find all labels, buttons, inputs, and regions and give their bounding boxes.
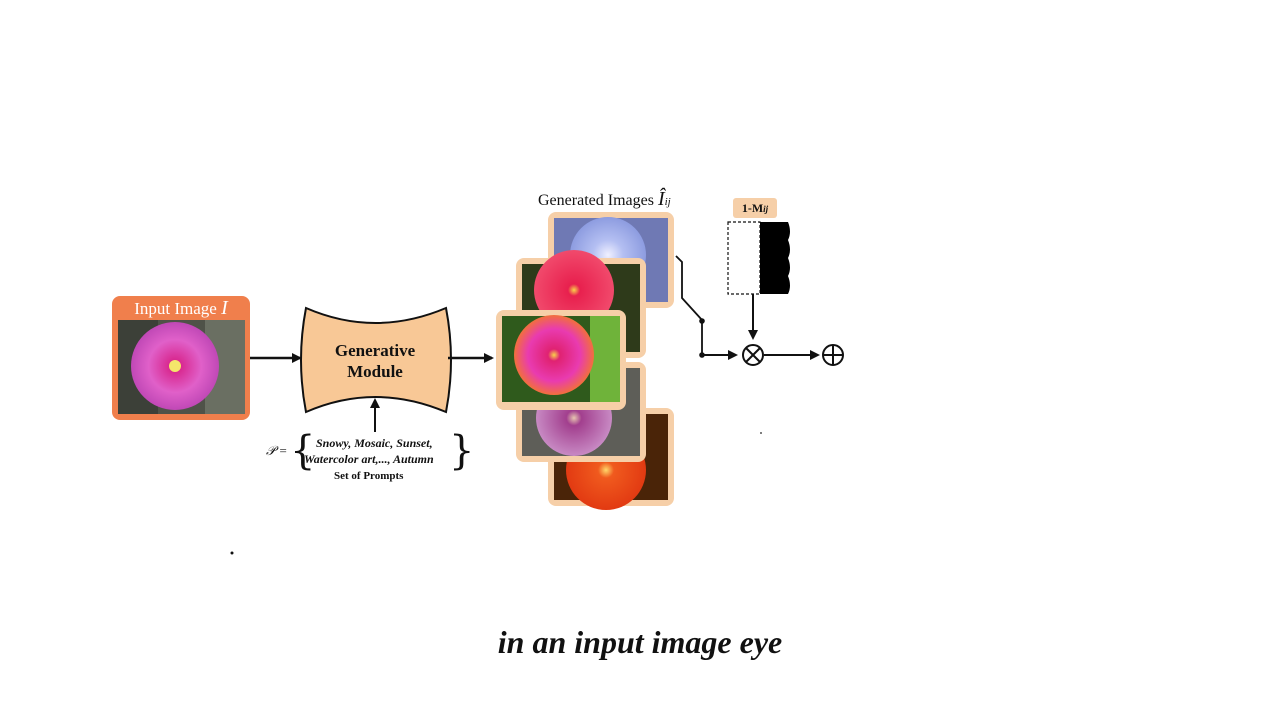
input-image-label: Input Image I bbox=[134, 297, 228, 319]
stray-dot bbox=[760, 432, 762, 434]
multiply-operator bbox=[742, 344, 764, 366]
generated-images-label: Generated Images Îij bbox=[538, 188, 671, 210]
prompt-list-line-2: Watercolor art,..., Autumn bbox=[304, 452, 434, 466]
right-brace: } bbox=[449, 428, 475, 474]
mask-image bbox=[727, 221, 790, 295]
stray-dot bbox=[230, 551, 234, 555]
generated-image-magenta bbox=[496, 310, 626, 410]
add-operator bbox=[822, 344, 844, 366]
connector-lines bbox=[675, 255, 703, 355]
mask-label: 1-Mij bbox=[733, 198, 777, 218]
junction-dot bbox=[699, 318, 705, 324]
input-image bbox=[112, 296, 250, 420]
generative-module-label: Generative Module bbox=[334, 341, 416, 381]
generative-module-shape bbox=[300, 306, 452, 414]
prompt-set-symbol: 𝒫 = bbox=[266, 443, 288, 458]
left-brace: { bbox=[290, 428, 316, 474]
set-of-prompts-label: Set of Prompts bbox=[334, 470, 404, 482]
subtitle-caption: in an input image eye bbox=[497, 624, 783, 660]
prompt-list-line-1: Snowy, Mosaic, Sunset, bbox=[316, 436, 433, 450]
